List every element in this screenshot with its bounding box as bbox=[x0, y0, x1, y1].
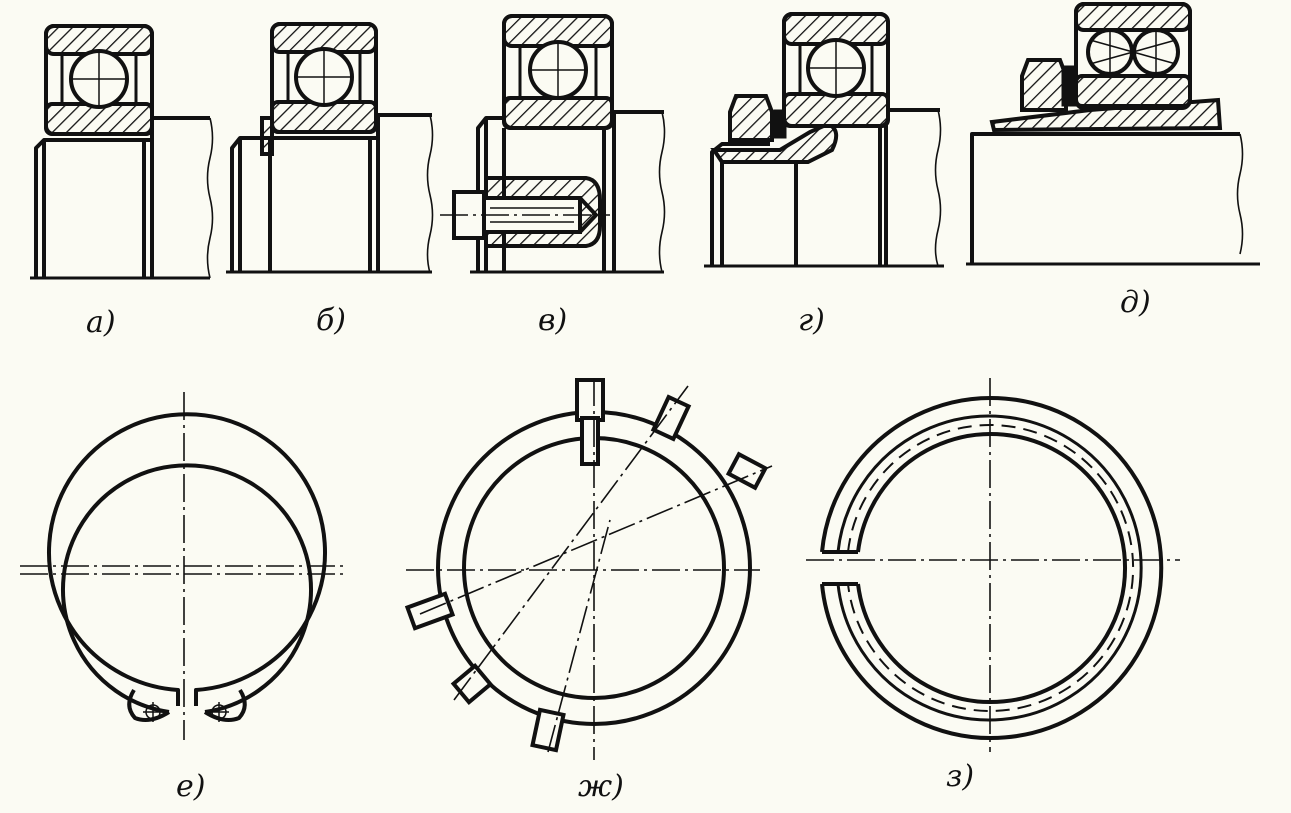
view-e-retaining-ring bbox=[20, 392, 348, 740]
caption-b: б) bbox=[316, 303, 346, 338]
caption-a: а) bbox=[86, 305, 116, 340]
view-a-bearing-mount bbox=[30, 24, 214, 280]
caption-z: з) bbox=[946, 759, 974, 794]
caption-zh: ж) bbox=[578, 769, 624, 804]
view-z-split-ring bbox=[806, 378, 1180, 752]
caption-d: д) bbox=[1120, 285, 1151, 320]
view-b-bearing-mount bbox=[226, 22, 434, 274]
caption-e: е) bbox=[176, 769, 205, 804]
view-d-bearing-mount bbox=[966, 2, 1260, 266]
view-g-bearing-mount bbox=[704, 12, 944, 268]
caption-g: г) bbox=[798, 303, 825, 338]
view-v-bearing-mount bbox=[440, 14, 666, 274]
caption-v: в) bbox=[538, 303, 567, 338]
view-zh-tab-washer bbox=[404, 378, 773, 760]
